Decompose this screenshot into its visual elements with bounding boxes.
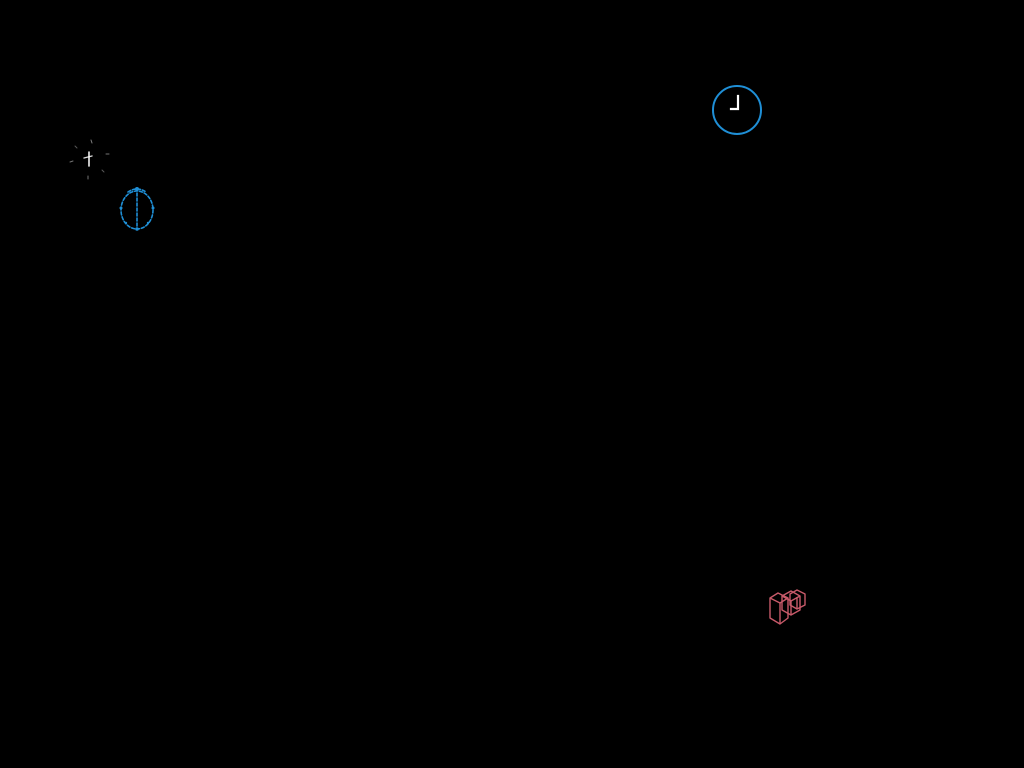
ladybug-icon[interactable] [114, 183, 160, 235]
clock-icon[interactable] [709, 82, 765, 138]
spark-icon[interactable] [62, 132, 116, 186]
cubes-icon[interactable] [764, 584, 812, 632]
